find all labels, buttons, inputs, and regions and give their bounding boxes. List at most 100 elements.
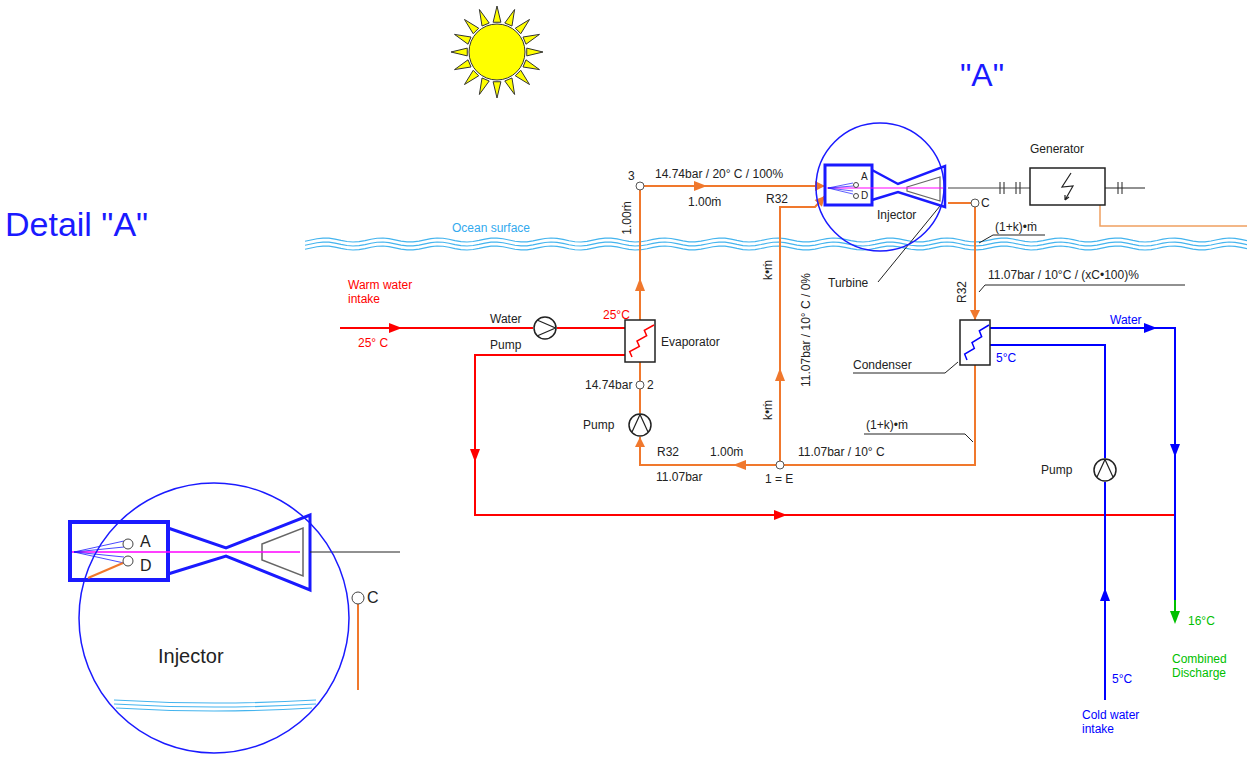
wave-line — [305, 242, 1247, 246]
evaporator: Evaporator — [625, 320, 655, 362]
injector: Injector — [825, 163, 948, 209]
flow-line — [990, 345, 1105, 458]
outline-part — [537, 320, 556, 336]
warm-water-intake-line — [340, 327, 533, 329]
water-line — [116, 708, 312, 711]
node-outline — [960, 320, 990, 365]
state-point — [636, 182, 644, 190]
power-cable — [1100, 205, 1247, 226]
node-outline — [78, 482, 350, 754]
cold-water-outflow-line — [990, 328, 1175, 600]
annotation-text: C — [981, 196, 990, 210]
detail-circle: Detail "A"Injector — [78, 482, 350, 754]
sun-ray — [451, 48, 467, 56]
node-label: Condenser — [853, 358, 912, 372]
warm-water-discharge-line — [475, 355, 1175, 515]
outline-part — [625, 320, 655, 362]
sun-ray — [464, 70, 478, 84]
suction-line — [88, 563, 123, 578]
cold-water-pump: Pump — [1093, 458, 1117, 482]
node-label: Pump — [583, 418, 614, 432]
flow-line — [557, 327, 625, 329]
annotation-text: Cold water intake — [1082, 708, 1157, 736]
outline-part — [827, 187, 943, 188]
water-line — [114, 704, 316, 707]
port-d — [123, 556, 133, 566]
state-point — [971, 199, 979, 207]
annotation-text: 11.07bar / 10°C / (xC•100)% — [988, 268, 1139, 282]
injector-chamber — [70, 522, 168, 580]
node-outline — [533, 316, 557, 340]
port-c — [352, 592, 364, 604]
annotation-text: D — [140, 557, 152, 575]
annotation-text: (1+k)•ṁ — [995, 220, 1037, 234]
node-label: Generator — [1030, 142, 1084, 156]
port-a — [123, 539, 133, 549]
sun-ray — [493, 82, 501, 98]
node-label: Water Pump — [490, 306, 532, 358]
spray-lines — [74, 541, 124, 563]
annotation-text: 11.07bar / 10° C / 0% — [799, 273, 813, 387]
annotation-text: 2 — [647, 378, 654, 392]
annotation-text: A — [140, 533, 151, 551]
node-label: Pump — [1041, 463, 1072, 477]
sun-ray — [505, 10, 515, 27]
cold-water-intake-line — [1104, 482, 1106, 700]
outline-part — [629, 414, 651, 436]
leader-line — [979, 285, 1185, 292]
node-label: Injector — [158, 644, 224, 668]
wave-line — [305, 238, 1247, 242]
state-point — [776, 461, 784, 469]
generator-shaft — [1105, 188, 1145, 189]
annotation-text: k•ṁ — [761, 260, 775, 280]
node-outline — [628, 413, 652, 437]
state-point — [636, 381, 644, 389]
outline-part — [79, 483, 349, 753]
annotation-text: D — [861, 190, 868, 202]
outline-part — [1094, 459, 1116, 481]
flow-arrow — [1170, 611, 1180, 624]
annotation-text: R32 — [955, 281, 969, 303]
annotation-text: Warm water intake — [348, 278, 420, 306]
outline-part — [630, 325, 654, 357]
annotation-text: R32 — [766, 192, 788, 206]
detail-circle: Injector"A" — [815, 122, 945, 252]
sun-ray — [515, 19, 529, 33]
annotation-text: R32 — [657, 445, 679, 459]
sun-disc — [469, 24, 525, 80]
sun-ray — [479, 78, 489, 95]
annotation-text: C — [367, 589, 379, 607]
flow-line — [780, 196, 975, 465]
outline-part — [965, 325, 989, 360]
annotation-text: 5°C — [996, 351, 1016, 365]
annotation-text: 5°C — [1112, 672, 1132, 686]
node-label: "A" — [960, 57, 1004, 93]
sun-ray — [455, 60, 472, 70]
annotation-text: 1.00ṁ — [620, 201, 634, 234]
water-line — [114, 700, 316, 703]
sun-ray — [479, 10, 489, 27]
outline-part — [1097, 460, 1113, 478]
water-pump: Water Pump — [533, 316, 557, 340]
outline-part — [960, 320, 990, 365]
sun-ray — [523, 60, 540, 70]
outline-part — [1030, 168, 1105, 205]
sun-ray — [523, 34, 540, 44]
annotation-text: Ocean surface — [452, 221, 530, 235]
sun-ray — [527, 48, 543, 56]
annotation-text: 25° C — [358, 336, 388, 350]
combined-discharge-line — [1174, 600, 1176, 612]
annotation-text: 14.74bar — [585, 378, 632, 392]
generator-box: Generator — [1030, 168, 1105, 205]
sun-ray — [493, 6, 501, 22]
condenser: Condenser — [960, 320, 990, 365]
injector-detail-drawing — [70, 515, 400, 711]
sun-ray — [505, 78, 515, 95]
annotation-text: Combined Discharge — [1172, 652, 1244, 680]
outline-part — [825, 165, 872, 205]
outline-part — [907, 177, 940, 201]
annotation-text: 11.07bar / 10° C — [798, 445, 885, 459]
outline-part — [534, 317, 556, 339]
